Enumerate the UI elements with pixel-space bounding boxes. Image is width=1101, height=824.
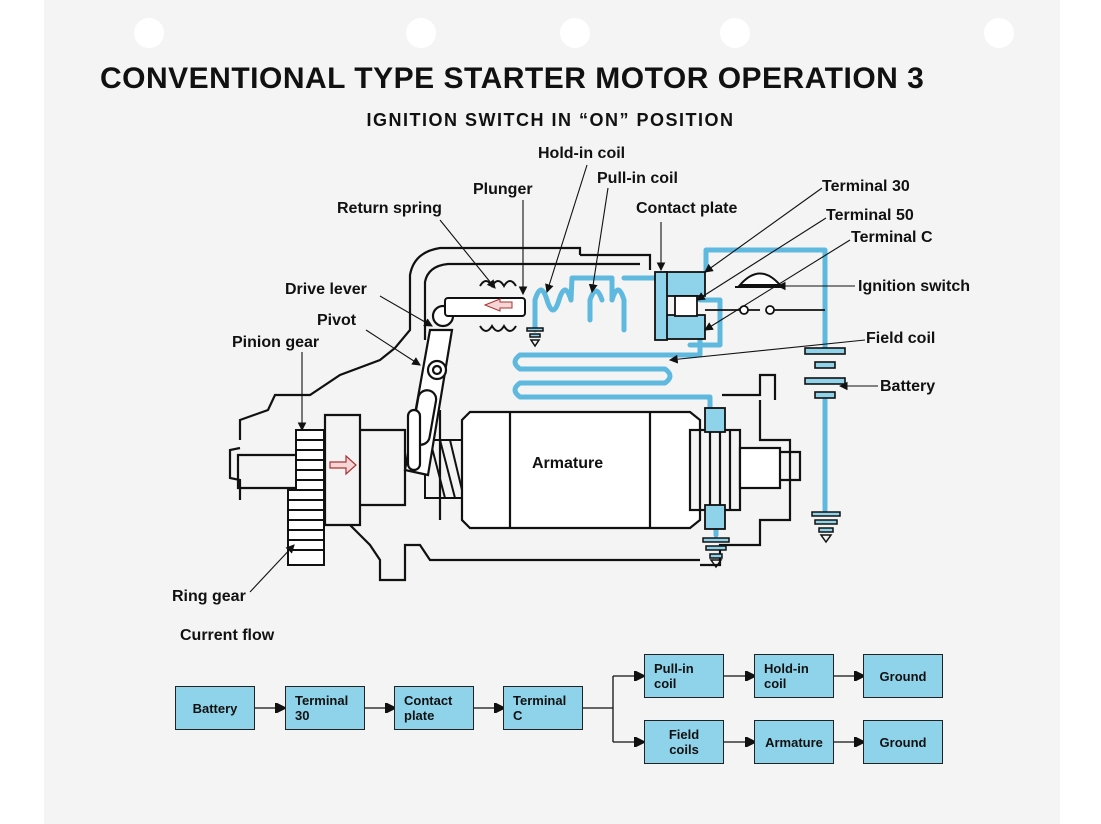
current-flow-heading: Current flow xyxy=(180,627,275,644)
label-ring-gear: Ring gear xyxy=(172,588,246,605)
flow-box-contact-plate: Contact plate xyxy=(394,686,474,730)
label-pull-in-coil: Pull-in coil xyxy=(597,170,678,187)
binder-hole xyxy=(984,18,1014,48)
label-terminal-c: Terminal C xyxy=(851,229,933,246)
flow-box-terminal-c: Terminal C xyxy=(503,686,583,730)
label-pinion-gear: Pinion gear xyxy=(232,334,320,351)
flow-box-battery: Battery xyxy=(175,686,255,730)
magnetic-switch xyxy=(654,271,825,530)
movement-arrow-icon xyxy=(329,454,357,476)
flow-box-armature: Armature xyxy=(754,720,834,764)
flow-box-field-coils: Field coils xyxy=(644,720,724,764)
label-armature: Armature xyxy=(532,455,604,472)
binder-hole xyxy=(406,18,436,48)
wiring-blue xyxy=(512,247,828,538)
binder-hole xyxy=(720,18,750,48)
label-terminal-30: Terminal 30 xyxy=(822,178,910,195)
page-title: CONVENTIONAL TYPE STARTER MOTOR OPERATIO… xyxy=(100,62,925,95)
label-drive-lever: Drive lever xyxy=(285,281,367,298)
plunger-drawing xyxy=(444,280,526,332)
flow-box-pull-in-coil: Pull-in coil xyxy=(644,654,724,698)
leader-lines xyxy=(249,164,878,593)
label-return-spring: Return spring xyxy=(337,200,442,217)
flow-box-hold-in-coil: Hold-in coil xyxy=(754,654,834,698)
flow-box-ground-1: Ground xyxy=(863,654,943,698)
label-battery: Battery xyxy=(880,378,936,395)
label-field-coil: Field coil xyxy=(866,330,936,347)
page-subtitle: IGNITION SWITCH IN “ON” POSITION xyxy=(366,110,735,130)
battery-drawing xyxy=(804,347,846,399)
flow-box-terminal-30: Terminal 30 xyxy=(285,686,365,730)
label-plunger: Plunger xyxy=(473,181,533,198)
label-ignition-switch: Ignition switch xyxy=(858,278,970,295)
flow-box-ground-2: Ground xyxy=(863,720,943,764)
label-pivot: Pivot xyxy=(317,312,357,329)
label-contact-plate: Contact plate xyxy=(636,200,738,217)
armature-body xyxy=(460,410,782,530)
ground-symbol-icon xyxy=(811,511,841,544)
label-terminal-50: Terminal 50 xyxy=(826,207,914,224)
label-hold-in-coil: Hold-in coil xyxy=(538,145,626,162)
binder-hole xyxy=(560,18,590,48)
binder-hole xyxy=(134,18,164,48)
ground-symbol-icon xyxy=(702,537,730,569)
ground-symbol-icon xyxy=(526,327,544,348)
